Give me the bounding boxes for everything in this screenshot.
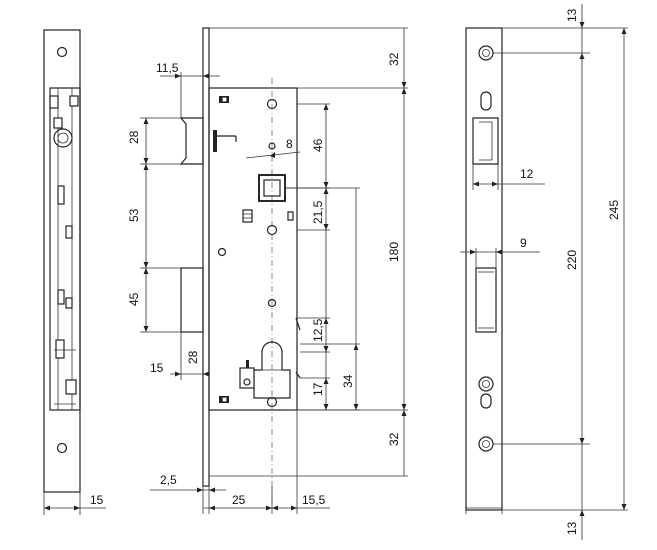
side-view: 15 <box>43 29 106 515</box>
dim-side-width: 15 <box>90 493 104 507</box>
dim-handle-to-mid: 21,5 <box>311 200 325 224</box>
main-dimensions: 11,5 28 53 45 28 15 8 <box>127 27 408 514</box>
main-faceplate <box>202 27 210 487</box>
dim-hole-spacing: 220 <box>565 250 579 270</box>
side-top-screw-hole <box>56 46 68 58</box>
dim-latch-to-handle: 46 <box>311 138 325 152</box>
dead-bolt <box>180 267 204 333</box>
dim-latch-width: 12 <box>520 167 534 181</box>
side-case <box>49 87 81 411</box>
dim-case-height: 180 <box>387 242 401 262</box>
lock-case <box>208 87 298 411</box>
side-spindle-wheel <box>53 128 73 148</box>
dim-front-bottom: 13 <box>565 521 579 535</box>
dim-faceplate-length: 245 <box>607 200 621 220</box>
dim-backset-width: 11,5 <box>156 61 179 75</box>
dim-cyl-gap: 12,5 <box>311 318 325 342</box>
front-view <box>465 27 503 511</box>
dim-front-top: 13 <box>565 8 579 22</box>
side-bottom-screw-hole <box>56 442 68 454</box>
front-mid-screw <box>478 376 494 392</box>
front-bottom-screw <box>478 436 494 452</box>
dim-backset: 25 <box>232 493 246 507</box>
dim-faceplate-thickness: 2,5 <box>160 473 177 487</box>
front-faceplate <box>465 27 503 511</box>
dim-handle-square: 8 <box>286 137 293 151</box>
front-top-screw <box>478 45 494 61</box>
main-view <box>179 27 301 505</box>
dim-bolt-width: 9 <box>520 236 527 250</box>
dim-cyl-lower: 17 <box>311 382 325 396</box>
lower-hole <box>267 298 277 308</box>
dim-cyl-span: 34 <box>341 374 355 388</box>
cylinder-cutout <box>253 341 291 399</box>
mid-hole <box>266 224 278 236</box>
front-dimensions: 12 9 13 220 13 245 <box>460 4 628 540</box>
dim-cylinder-offset: 15 <box>150 361 164 375</box>
front-bolt-opening <box>475 267 497 333</box>
dim-latch-height: 28 <box>127 130 141 144</box>
front-latch-opening <box>472 117 499 165</box>
dim-deadbolt-height: 45 <box>127 292 141 306</box>
dim-latch-to-bolt: 53 <box>127 208 141 222</box>
dim-case-edge: 15,5 <box>302 493 326 507</box>
dim-top-margin: 32 <box>387 52 401 66</box>
latch-bolt <box>179 117 204 165</box>
dim-deadbolt-throw: 28 <box>186 350 200 364</box>
dim-bottom-margin: 32 <box>387 432 401 446</box>
